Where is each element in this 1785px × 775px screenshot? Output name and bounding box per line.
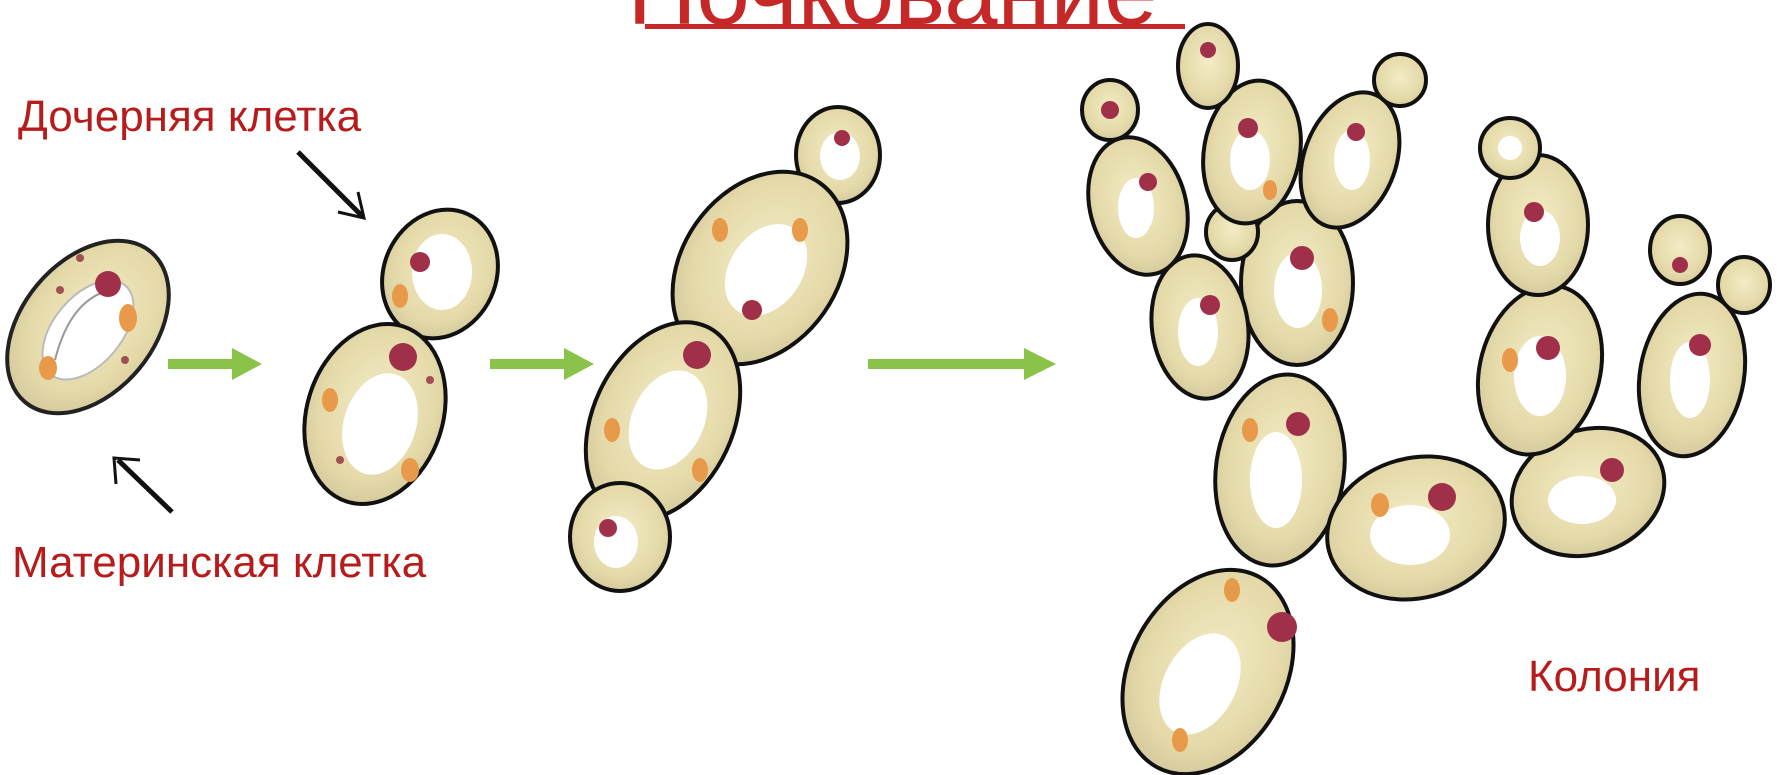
pointer-arrow-icon [298, 152, 364, 218]
daughter-cell-label: Дочерняя клетка [18, 92, 361, 142]
stage-2-budding-cell [282, 191, 519, 523]
stage-3-cell-chain [556, 107, 884, 591]
pointer-arrow-icon [114, 458, 172, 512]
stage-arrow-icon [490, 348, 594, 380]
stage-arrow-icon [868, 348, 1056, 380]
stage-1-mother-cell [0, 210, 202, 445]
mother-cell-label: Материнская клетка [12, 538, 426, 588]
colony-label: Колония [1528, 652, 1700, 702]
stage-arrow-icon [168, 348, 262, 380]
